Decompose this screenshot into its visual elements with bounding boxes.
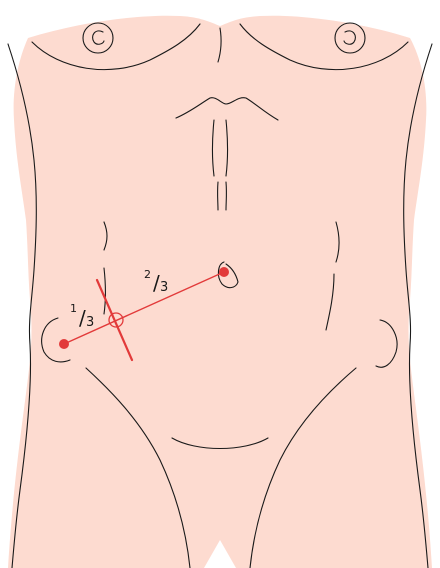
one-third-slash: / [79, 306, 86, 330]
torso-silhouette [8, 16, 432, 568]
asis-marker [59, 339, 69, 349]
one-third-numerator: 1 [70, 302, 77, 315]
two-thirds-denominator: 3 [160, 280, 168, 295]
two-thirds-numerator: 2 [144, 268, 151, 281]
one-third-denominator: 3 [86, 315, 94, 330]
umbilicus-marker [219, 267, 229, 277]
two-thirds-slash: / [153, 271, 160, 295]
